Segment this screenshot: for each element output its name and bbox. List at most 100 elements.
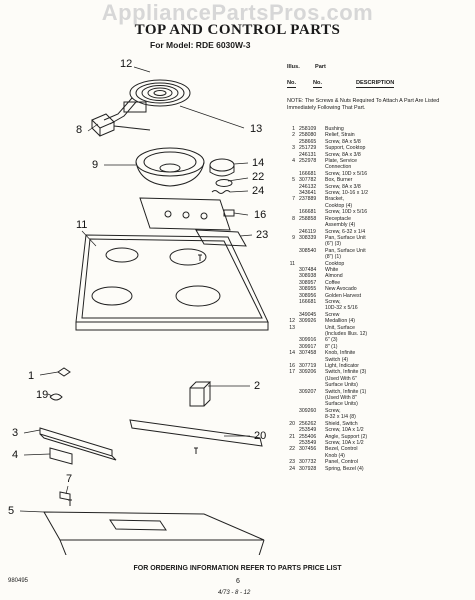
part-description: Screw, 8A x 3/8 xyxy=(325,183,361,190)
receptacle-assembly xyxy=(91,113,151,137)
part-description: Bushing xyxy=(325,126,344,132)
illus-no: 8 xyxy=(292,215,295,222)
part-no: 258080 xyxy=(299,132,317,139)
parts-row: 8-32 x 1/4 (8) xyxy=(285,414,471,420)
part-description: Medallion (4) xyxy=(325,318,355,325)
service-connection-plate xyxy=(49,447,73,465)
part-description: Connection xyxy=(325,164,352,171)
illus-no: 12 xyxy=(289,318,295,325)
parts-row: (Used With 8" xyxy=(285,395,471,401)
illus-no: 5 xyxy=(292,177,295,184)
part-description: 8" (1) xyxy=(325,343,338,350)
callout-number: 3 xyxy=(12,427,18,439)
part-description: Screw xyxy=(325,311,340,318)
part-description: Angle, Support (2) xyxy=(325,433,368,440)
parts-row: 16 307719 Light, Indicator xyxy=(285,363,471,369)
part-description: (Used With 8" xyxy=(325,395,357,402)
part-no: 246131 xyxy=(299,151,317,158)
part-no: 166681 xyxy=(299,298,317,305)
infinite-switch xyxy=(189,381,212,407)
parts-row: Surface Units) xyxy=(285,401,471,407)
parts-row: Knob (4) xyxy=(285,453,471,459)
illus-no: 20 xyxy=(289,420,295,427)
part-no: 246132 xyxy=(299,183,317,190)
part-no: 308540 xyxy=(299,247,317,254)
part-no: 307456 xyxy=(299,446,317,453)
part-description: Surface Units) xyxy=(325,382,358,389)
part-description: Coffee xyxy=(325,279,341,286)
part-no: 237889 xyxy=(299,196,317,203)
callout-number: 7 xyxy=(66,473,72,485)
part-no: 309260 xyxy=(299,407,317,414)
parts-row: Connection xyxy=(285,164,471,170)
part-description: Switch, Infinite (1) xyxy=(325,388,367,395)
part-description: Screw, xyxy=(325,407,341,414)
parts-row: Assembly (4) xyxy=(285,222,471,228)
col-illus-header: Illus. xyxy=(287,64,300,70)
part-no: 258109 xyxy=(299,126,317,132)
parts-row: 309916 6" (3) xyxy=(285,337,471,343)
illus-no: 4 xyxy=(292,158,295,165)
part-description: Screw, 10A x 1/2 xyxy=(325,439,364,446)
bezel-spring xyxy=(211,190,231,194)
callout-number: 14 xyxy=(252,157,264,169)
illus-no: 17 xyxy=(289,369,295,376)
parts-row: 309207 Switch, Infinite (1) xyxy=(285,389,471,395)
parts-row: Switch (4) xyxy=(285,357,471,363)
part-no: 308955 xyxy=(299,286,317,293)
page-number: 6 xyxy=(236,578,240,585)
illus-no: 21 xyxy=(289,433,295,440)
part-description: Almond xyxy=(325,273,343,280)
part-description: Screw, 10A x 1/2 xyxy=(325,427,364,434)
surface-unit xyxy=(103,79,191,125)
callout-number: 23 xyxy=(256,229,268,241)
part-no: 309916 xyxy=(299,337,317,344)
part-no: 252978 xyxy=(299,158,317,165)
part-description: Support, Cooktop xyxy=(325,145,366,152)
part-no: 253549 xyxy=(299,439,317,446)
part-no: 256262 xyxy=(299,420,317,427)
part-description: Knob, Infinite xyxy=(325,350,356,357)
part-description: Box, Burner xyxy=(325,177,353,184)
parts-row: 246132 Screw, 8A x 3/8 xyxy=(285,184,471,190)
parts-row: (6") (3) xyxy=(285,241,471,247)
strain-relief xyxy=(49,393,63,401)
callout-number: 22 xyxy=(252,171,264,183)
part-no: 309207 xyxy=(299,388,317,395)
screw-icon xyxy=(68,254,202,506)
part-no: 308339 xyxy=(299,234,317,241)
part-description: Bracket, xyxy=(325,196,345,203)
part-description: 6" (3) xyxy=(325,337,338,344)
part-description: 10D-32 x 5/16 xyxy=(325,305,358,312)
exploded-parts-diagram: 128913142224162311119232047521 xyxy=(8,58,269,555)
part-description: Spring, Bezel (4) xyxy=(325,465,364,472)
part-description: Light, Indicator xyxy=(325,363,360,370)
part-no: 309926 xyxy=(299,318,317,325)
illus-no: 16 xyxy=(289,363,295,370)
part-description: Cooktop (4) xyxy=(325,202,353,209)
col-description-header: DESCRIPTION xyxy=(356,80,395,88)
switch-shield xyxy=(129,419,263,447)
part-description: Surface Units) xyxy=(325,401,358,408)
parts-row: 253549 Screw, 10A x 1/2 xyxy=(285,440,471,446)
part-no: 307719 xyxy=(299,363,317,370)
part-no: 307458 xyxy=(299,350,317,357)
part-description: Receptacle xyxy=(325,215,351,222)
part-description: Screw, 6-32 x 1/4 xyxy=(325,228,366,235)
